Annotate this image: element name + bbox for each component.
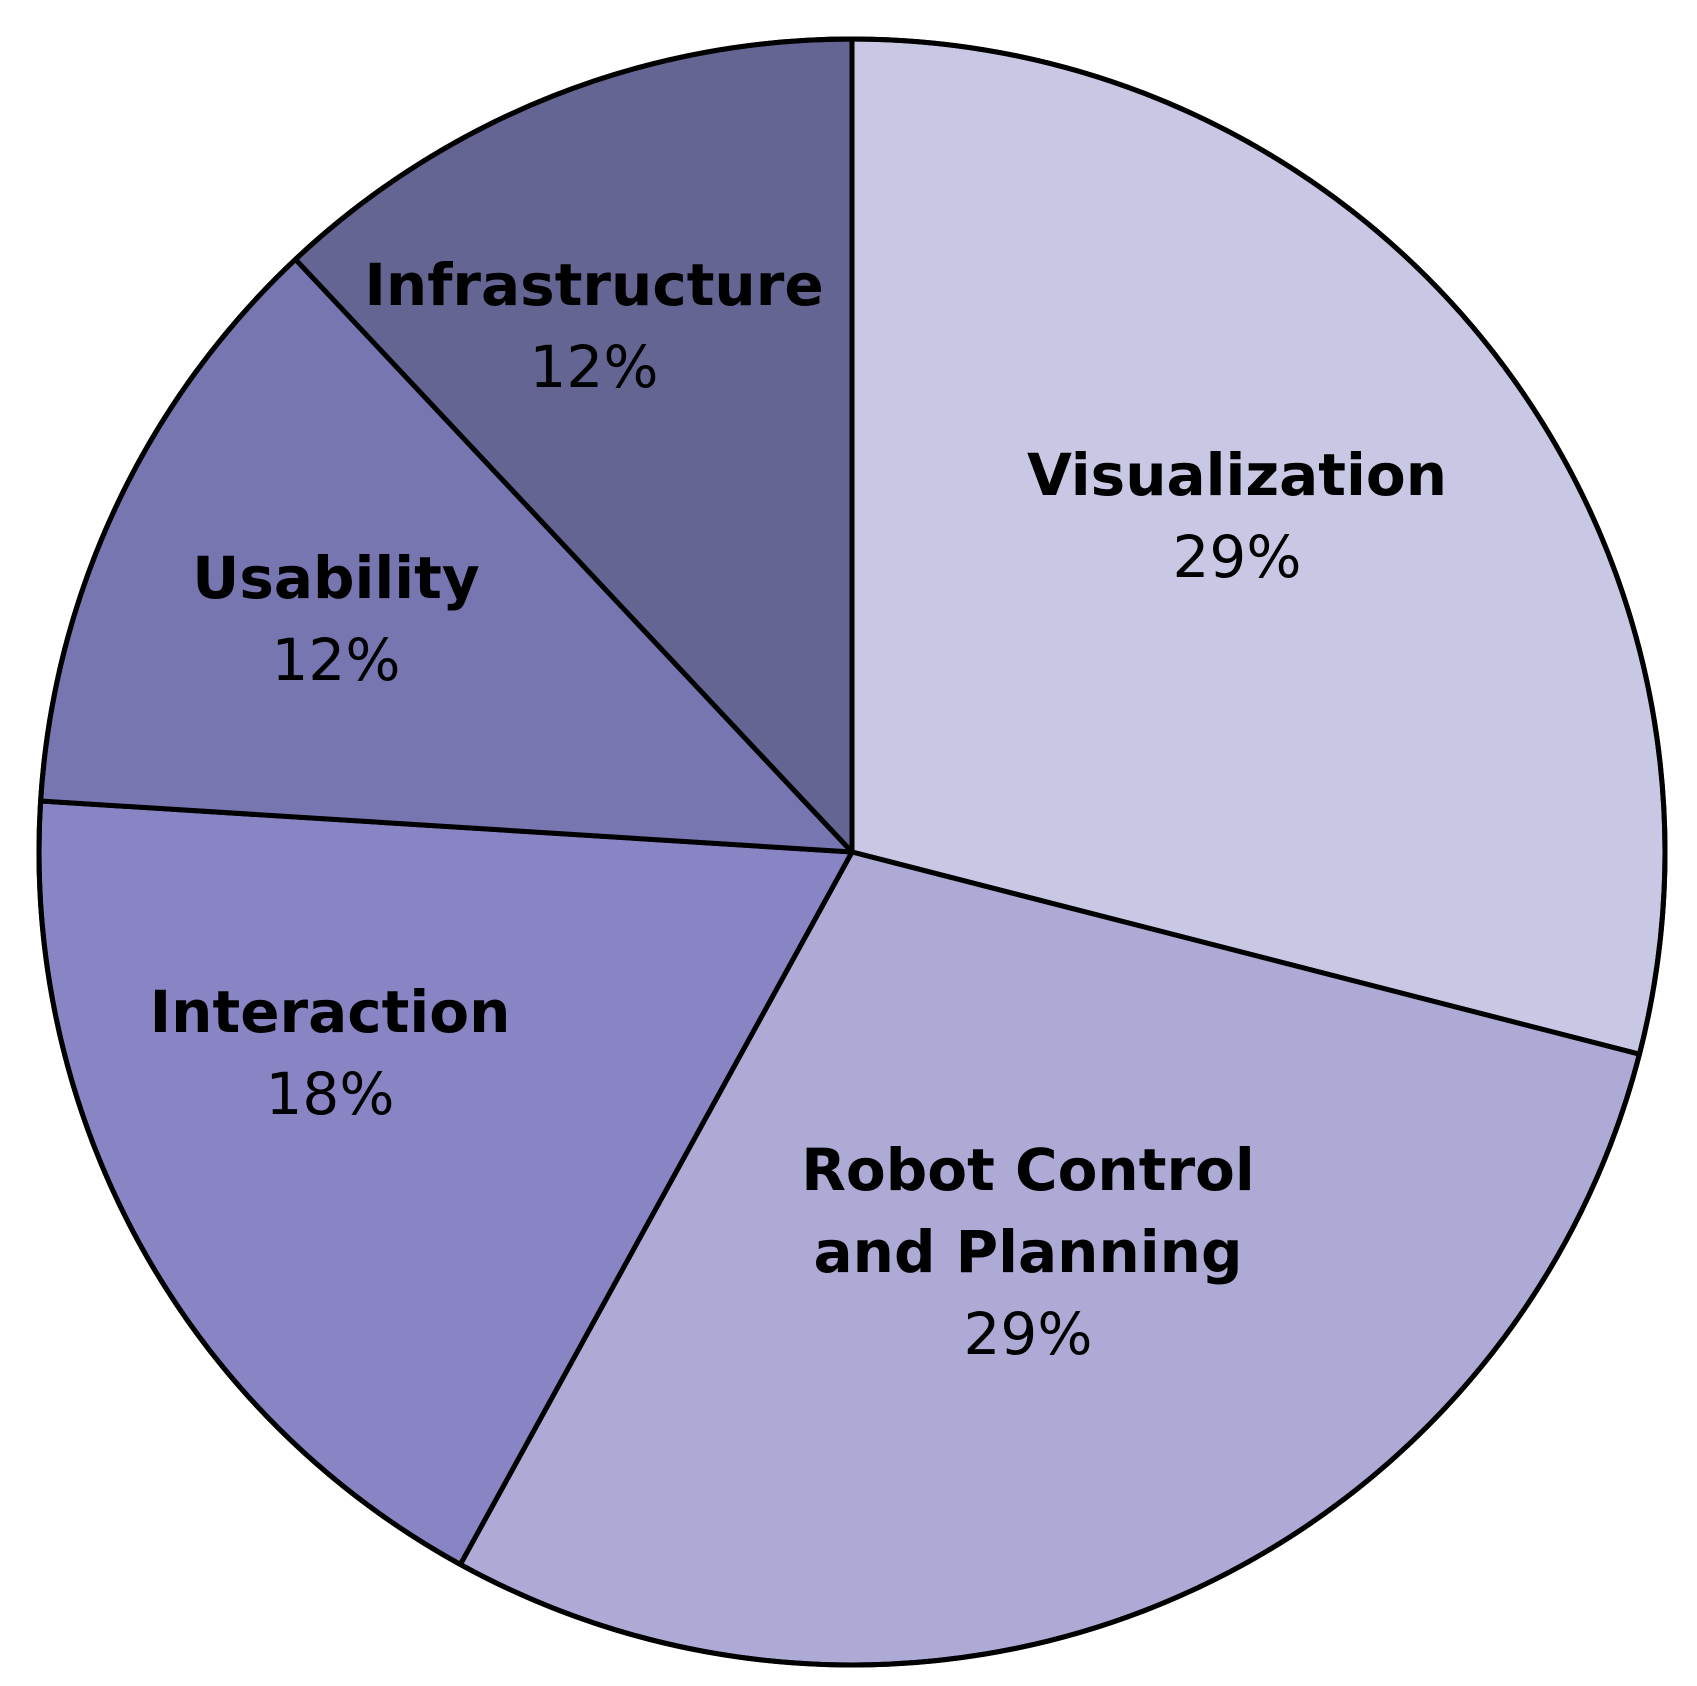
slice-value-interaction: 18% xyxy=(266,1060,395,1128)
slice-label-robot-control-and-planning-line-1: Robot Control xyxy=(801,1136,1255,1204)
slice-value-usability: 12% xyxy=(272,626,401,694)
pie-labels: Visualization 29% Robot Control and Plannin… xyxy=(150,251,1447,1368)
pie-slices xyxy=(36,36,1668,1668)
slice-label-interaction: Interaction xyxy=(150,978,511,1046)
pie-outline xyxy=(36,36,1668,1668)
slice-label-visualization: Visualization xyxy=(1027,441,1447,509)
slice-value-infrastructure: 12% xyxy=(530,333,659,401)
slice-value-visualization: 29% xyxy=(1173,523,1302,591)
slice-label-infrastructure: Infrastructure xyxy=(364,251,823,319)
slice-value-robot-control-and-planning: 29% xyxy=(964,1300,1093,1368)
slice-label-robot-control-and-planning-line-2: and Planning xyxy=(814,1218,1243,1286)
slice-label-usability: Usability xyxy=(192,544,479,612)
